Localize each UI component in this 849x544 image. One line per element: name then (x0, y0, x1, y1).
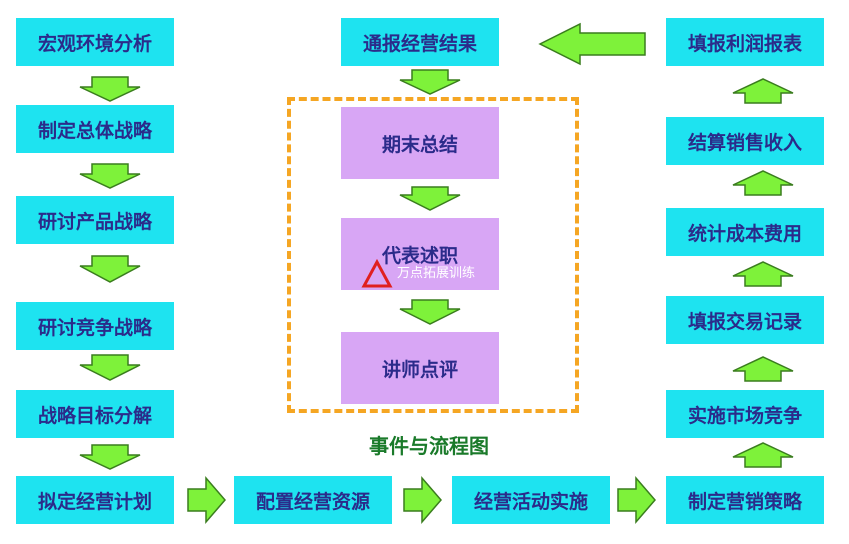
arrow-up-icon (732, 78, 794, 104)
step-cost-statistics: 统计成本费用 (666, 208, 824, 256)
arrow-up-icon (732, 261, 794, 287)
watermark: 万点拓展训练 (360, 258, 500, 288)
arrow-down-icon (399, 69, 461, 95)
step-allocate-resources: 配置经营资源 (234, 476, 392, 524)
step-sales-settlement: 结算销售收入 (666, 117, 824, 165)
step-overall-strategy: 制定总体战略 (16, 105, 174, 153)
event-group-frame (287, 97, 579, 413)
arrow-up-icon (732, 442, 794, 468)
step-business-plan: 拟定经营计划 (16, 476, 174, 524)
arrow-up-icon (732, 170, 794, 196)
step-report-results: 通报经营结果 (341, 18, 499, 66)
arrow-left-icon (538, 22, 646, 66)
watermark-text: 万点拓展训练 (397, 266, 476, 281)
event-instructor-review: 讲师点评 (341, 332, 499, 404)
arrow-down-icon (79, 255, 141, 283)
arrow-up-icon (732, 356, 794, 382)
arrow-down-icon (79, 444, 141, 470)
arrow-down-icon (79, 354, 141, 381)
step-profit-report: 填报利润报表 (666, 18, 824, 66)
step-competition-strategy: 研讨竞争战略 (16, 302, 174, 350)
step-goal-decomposition: 战略目标分解 (16, 390, 174, 438)
event-period-summary: 期末总结 (341, 107, 499, 179)
step-market-competition: 实施市场竞争 (666, 390, 824, 438)
arrow-right-icon (617, 475, 656, 525)
step-product-strategy: 研讨产品战略 (16, 196, 174, 244)
arrow-right-icon (403, 475, 442, 525)
arrow-down-icon (79, 163, 141, 189)
arrow-right-icon (187, 475, 226, 525)
step-transaction-records: 填报交易记录 (666, 296, 824, 344)
diagram-caption: 事件与流程图 (369, 434, 489, 458)
step-operations: 经营活动实施 (452, 476, 610, 524)
step-macro-environment: 宏观环境分析 (16, 18, 174, 66)
step-marketing-strategy: 制定营销策略 (666, 476, 824, 524)
arrow-down-icon (79, 76, 141, 102)
watermark-logo-icon (361, 258, 393, 288)
